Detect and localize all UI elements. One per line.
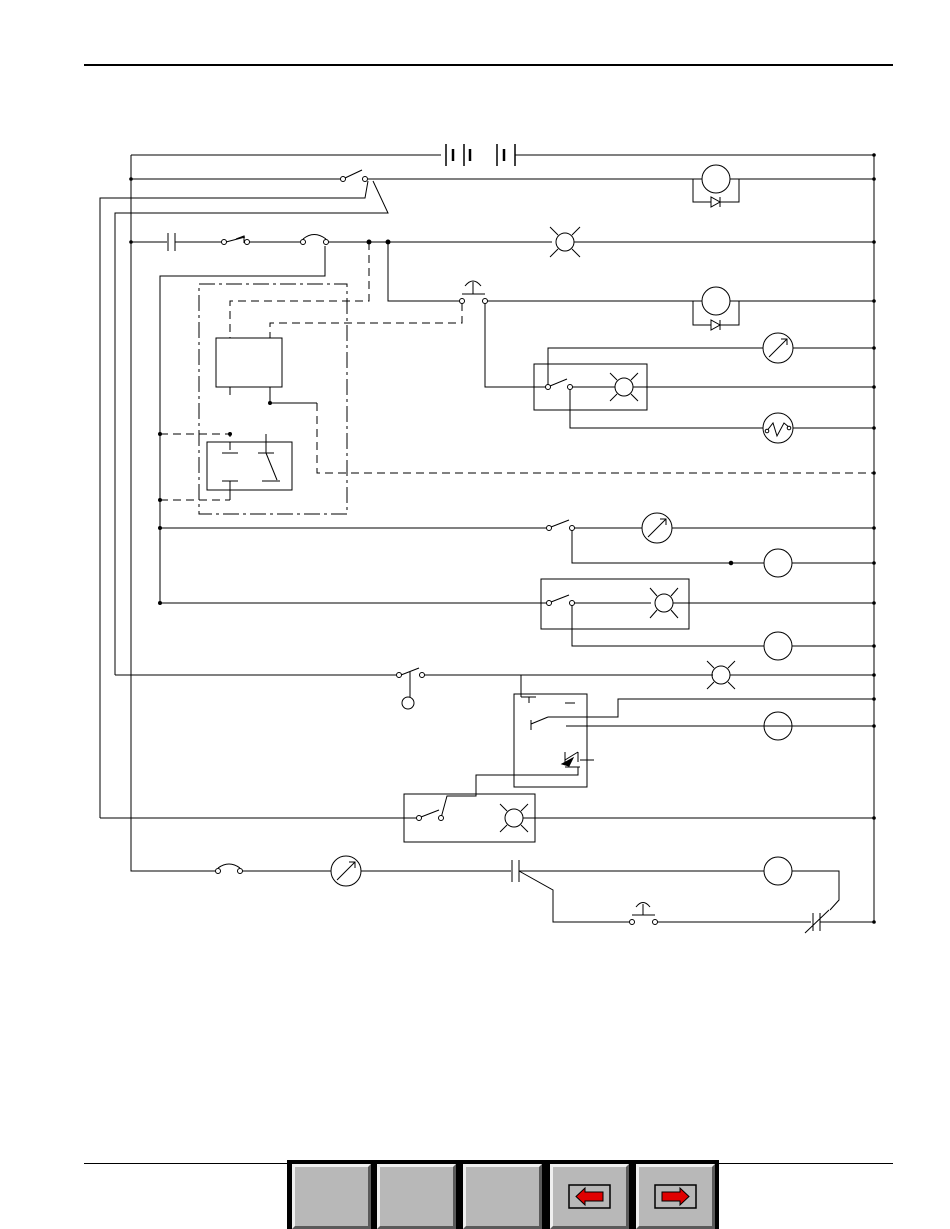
capacitor-icon — [131, 233, 222, 251]
motor-icon — [764, 549, 874, 577]
motor-icon — [693, 287, 874, 325]
switch-icon — [216, 864, 332, 874]
push-button-icon — [630, 903, 812, 925]
relay-coil-icon — [441, 675, 874, 818]
navigation-bar — [287, 1160, 719, 1229]
nav-button-2[interactable] — [377, 1164, 456, 1229]
nav-button-1[interactable] — [292, 1164, 371, 1229]
capacitor-icon — [805, 910, 874, 933]
switch-icon — [160, 595, 651, 606]
meter-icon — [763, 333, 874, 363]
capacitor-icon — [512, 860, 764, 922]
meter-icon — [642, 513, 874, 543]
switch-icon — [222, 236, 301, 245]
switch-icon — [301, 235, 553, 245]
switch-icon — [131, 170, 697, 182]
next-page-button[interactable] — [636, 1164, 715, 1229]
previous-page-button[interactable] — [550, 1164, 629, 1229]
battery-icon — [131, 144, 874, 166]
meter-icon — [331, 856, 511, 886]
lamp-icon — [500, 804, 874, 832]
junction-box-icon — [160, 434, 292, 500]
diode-icon — [711, 320, 720, 330]
relay-coil-icon — [216, 338, 317, 405]
motor-icon — [764, 632, 874, 660]
motor-icon — [764, 857, 839, 910]
switch-icon — [546, 379, 616, 390]
lamp-icon — [550, 227, 874, 257]
switch-icon — [115, 668, 713, 709]
lamp-icon — [707, 661, 874, 689]
heater-icon — [763, 413, 874, 443]
nav-button-3[interactable] — [463, 1164, 542, 1229]
switch-icon — [160, 520, 642, 531]
diode-icon — [711, 197, 720, 207]
prev-arrow-icon — [553, 1167, 626, 1226]
push-button-icon — [460, 281, 703, 304]
lamp-icon — [650, 588, 874, 618]
lamp-icon — [610, 373, 874, 401]
next-arrow-icon — [639, 1167, 712, 1226]
switch-icon — [100, 810, 444, 821]
motor-icon — [693, 165, 874, 202]
